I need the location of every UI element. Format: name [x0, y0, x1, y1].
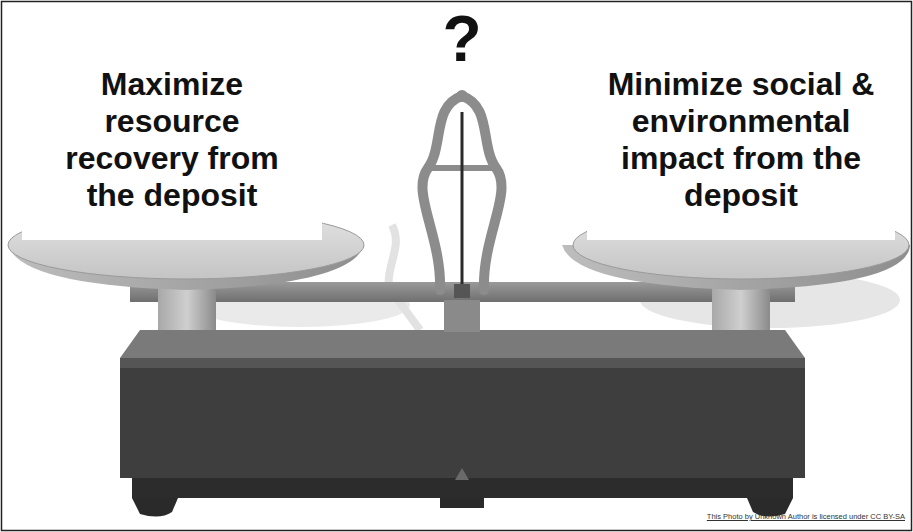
pivot — [454, 284, 470, 298]
lyre-arm — [462, 96, 502, 290]
lyre-arm — [422, 96, 462, 290]
base-foot — [440, 498, 484, 508]
base-foot — [132, 498, 178, 517]
ghost-ornament — [389, 225, 420, 330]
question-mark: ? — [436, 4, 488, 74]
text-panel: Minimize social & environmental impact f… — [587, 40, 895, 240]
panel-text: Maximize resource recovery from the depo… — [52, 66, 292, 214]
finial — [456, 90, 468, 102]
base-front — [120, 358, 805, 478]
photo-credit: This Photo by Unknown Author is licensed… — [707, 513, 905, 521]
base-ornament — [455, 468, 469, 480]
pointer-needle — [461, 112, 464, 288]
text-panel: Maximize resource recovery from the depo… — [22, 40, 322, 240]
base-top — [120, 330, 805, 358]
panel-text: Minimize social & environmental impact f… — [605, 66, 877, 214]
base-plinth — [132, 478, 793, 498]
base-edge — [120, 358, 805, 368]
column-base — [444, 300, 480, 332]
